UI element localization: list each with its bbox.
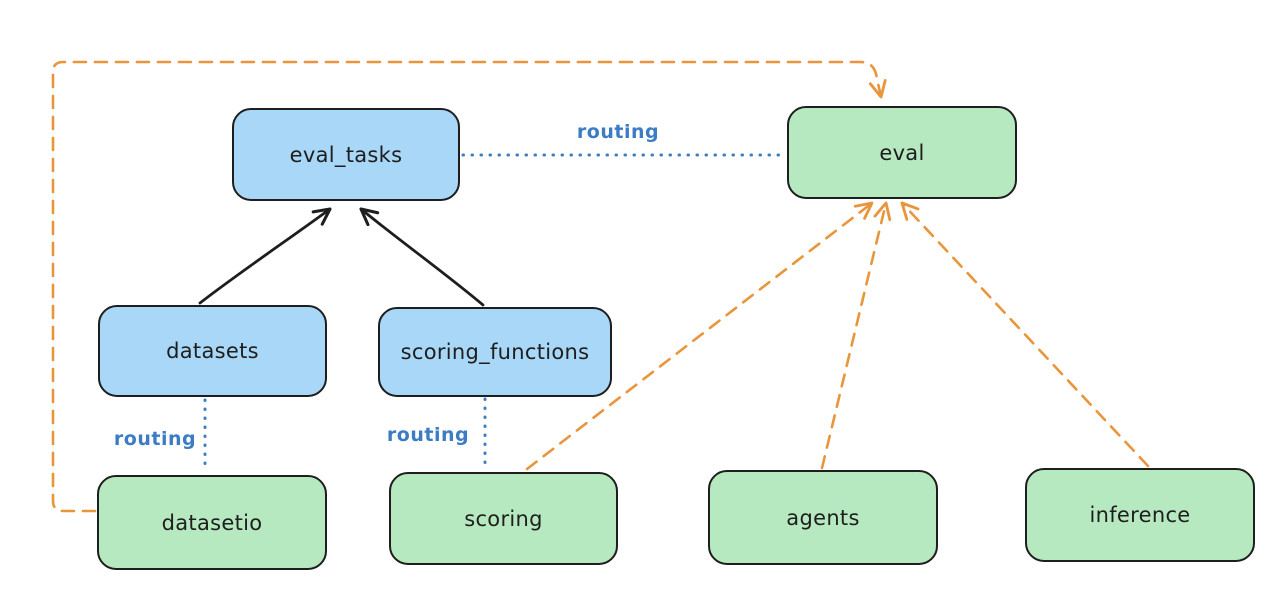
node-agents: agents <box>708 470 938 565</box>
node-eval: eval <box>787 106 1017 199</box>
node-inference: inference <box>1025 468 1255 562</box>
node-datasets-label: datasets <box>166 339 259 363</box>
node-datasetio-label: datasetio <box>161 510 263 535</box>
node-agents-label: agents <box>786 505 860 530</box>
edge-agents-to-eval <box>820 201 892 470</box>
node-datasetio: datasetio <box>97 475 327 570</box>
node-eval-tasks-label: eval_tasks <box>289 142 403 167</box>
node-datasets: datasets <box>98 305 327 397</box>
edge-label-routing-top: routing <box>577 121 659 143</box>
node-scoring-functions-label: scoring_functions <box>400 340 590 364</box>
edge-scoring-to-eval <box>525 201 874 471</box>
node-scoring-label: scoring <box>464 506 543 531</box>
edge-inference-to-eval <box>900 201 1150 468</box>
node-inference-label: inference <box>1089 503 1191 527</box>
node-eval-tasks: eval_tasks <box>232 108 460 201</box>
edge-datasetio-to-eval-loop <box>51 60 887 513</box>
node-scoring: scoring <box>389 472 618 565</box>
edge-label-routing-scoring: routing <box>387 424 469 446</box>
edge-label-routing-datasetio: routing <box>114 428 196 450</box>
node-scoring-functions: scoring_functions <box>378 307 612 397</box>
edge-datasets-to-eval-tasks <box>198 207 332 305</box>
node-eval-label: eval <box>879 140 925 165</box>
edge-scoring-functions-to-eval-tasks <box>359 207 485 307</box>
